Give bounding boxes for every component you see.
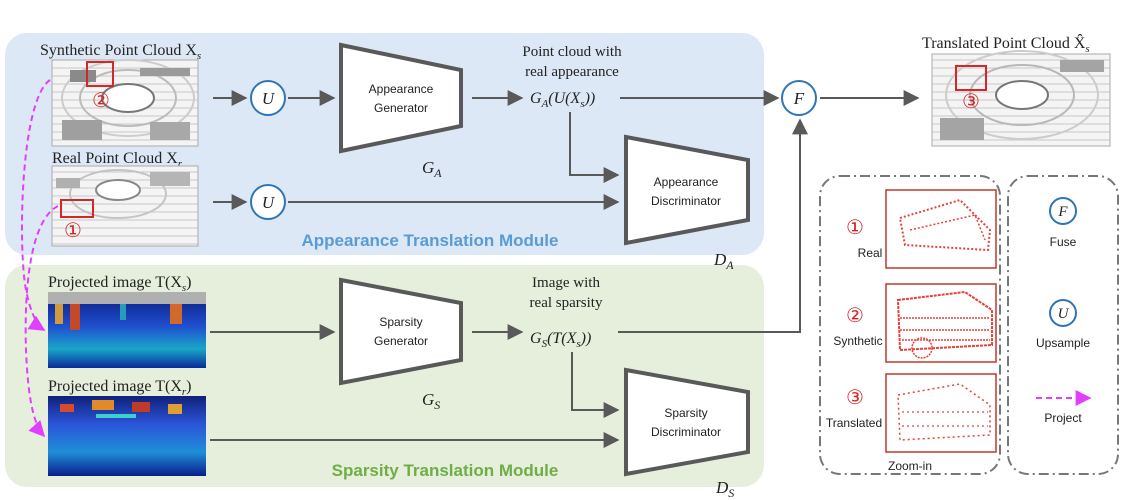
svg-text:U: U [262, 89, 276, 108]
projection-arrows [20, 79, 59, 438]
svg-text:Sparsity: Sparsity [379, 315, 422, 329]
svg-text:F: F [793, 89, 805, 108]
real-cloud-label: Real Point Cloud Xr [52, 150, 183, 170]
zoom-translated [885, 373, 997, 453]
translated-cloud-label: Translated Point Cloud X̂s [922, 33, 1090, 55]
appearance-output-line2: real appearance [525, 64, 619, 80]
zoom-label-translated: Translated [826, 416, 882, 430]
sparsity-output-line2: real sparsity [530, 295, 603, 311]
fuse-op: F [781, 80, 817, 116]
synthetic-zoom-box [86, 61, 114, 87]
zoom-label-real: Real [858, 246, 883, 260]
sparsity-module-title: Sparsity Translation Module [332, 461, 559, 480]
marker-translated: ③ [962, 89, 980, 113]
zoom-label-synthetic: Synthetic [833, 334, 882, 348]
appearance-module-title: Appearance Translation Module [302, 231, 559, 250]
zoom-marker-synthetic: ② [846, 303, 864, 327]
sparsity-discriminator: Sparsity Discriminator [624, 367, 750, 477]
upsample-op-bottom: U [250, 184, 286, 220]
legend-project-label: Project [1044, 411, 1082, 425]
svg-text:Generator: Generator [374, 334, 428, 348]
zoom-marker-real: ① [846, 215, 864, 239]
svg-text:Sparsity: Sparsity [664, 406, 707, 420]
sparsity-output-line1: Image with [532, 275, 600, 291]
flow-arrows [210, 90, 920, 448]
svg-text:U: U [1058, 306, 1070, 322]
zoom-synthetic [885, 283, 997, 363]
translated-zoom-box [955, 65, 987, 91]
zoom-in-title: Zoom-in [888, 459, 932, 473]
translated-point-cloud-image [931, 50, 1111, 147]
appearance-generator-symbol: GA [422, 158, 442, 180]
synthetic-point-cloud-image [51, 59, 199, 147]
projected-real-image [48, 396, 206, 476]
svg-text:Generator: Generator [374, 101, 428, 115]
legend-fuse-label: Fuse [1050, 235, 1077, 249]
legend-upsample-label: Upsample [1036, 336, 1090, 350]
projected-synthetic-label: Projected image T(Xs) [48, 274, 192, 294]
svg-text:U: U [262, 193, 276, 212]
sparsity-generator: Sparsity Generator [339, 277, 463, 386]
upsample-op-top: U [250, 80, 286, 116]
real-zoom-box [60, 199, 94, 218]
legend-fuse-icon: F [1049, 197, 1077, 225]
appearance-output-formula: GA(U(Xs)) [530, 90, 595, 110]
appearance-generator: Appearance Generator [339, 42, 463, 154]
svg-text:Discriminator: Discriminator [651, 194, 721, 208]
svg-text:F: F [1057, 204, 1068, 220]
appearance-output-line1: Point cloud with [522, 44, 622, 60]
projected-real-label: Projected image T(Xr) [48, 378, 192, 398]
sparsity-discriminator-symbol: DS [715, 478, 734, 500]
legend-upsample-icon: U [1049, 299, 1077, 327]
svg-text:Appearance: Appearance [654, 175, 719, 189]
real-point-cloud-image [51, 165, 199, 247]
appearance-discriminator-symbol: DA [713, 250, 734, 272]
marker-synthetic: ② [92, 88, 110, 112]
svg-text:Discriminator: Discriminator [651, 425, 721, 439]
sparsity-output-formula: GS(T(Xs)) [530, 330, 591, 350]
synthetic-cloud-label: Synthetic Point Cloud Xs [40, 42, 201, 62]
zoom-marker-translated: ③ [846, 385, 864, 409]
marker-real: ① [64, 218, 82, 242]
sparsity-generator-symbol: GS [422, 390, 440, 412]
appearance-discriminator: Appearance Discriminator [624, 134, 750, 246]
zoom-real [885, 189, 997, 269]
svg-text:Appearance: Appearance [369, 82, 434, 96]
projected-synthetic-image [48, 292, 206, 368]
